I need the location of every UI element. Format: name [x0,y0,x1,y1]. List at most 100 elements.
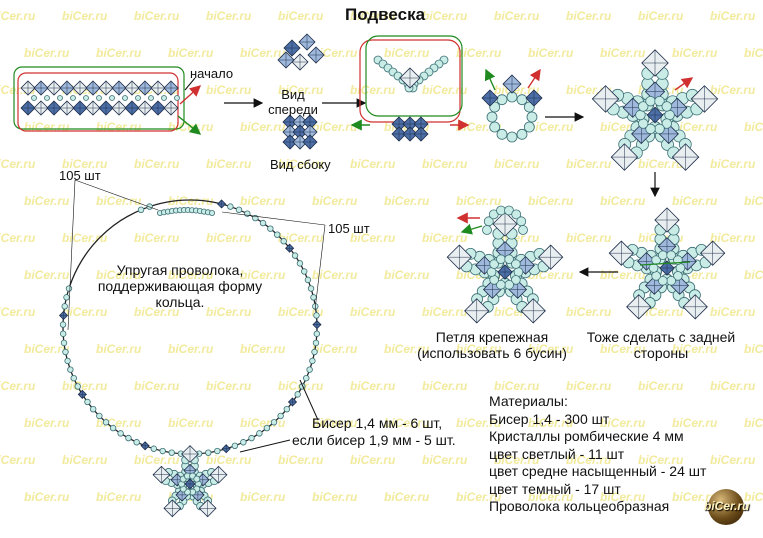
side-view-text: Вид сбоку [270,157,331,172]
watermark-text: biCer.ru [384,194,430,208]
watermark-text: biCer.ru [600,416,646,430]
bead-icon [496,128,508,140]
crystal-icon [137,80,153,96]
crystal-facet [521,298,546,323]
watermark-text: biCer.ru [528,194,574,208]
watermark-text: biCer.ru [672,46,718,60]
crystal-facet [683,294,708,319]
bead-icon [146,203,153,210]
bead-icon [44,95,50,101]
bead-icon [31,95,37,101]
bead-icon [483,216,494,227]
crystal-facet [153,466,170,484]
bead-icon [313,330,321,337]
crystal-icon [140,441,150,451]
bead-icon [74,383,81,390]
watermark-text: biCer.ru [672,120,718,134]
red-guide-arrow [527,68,541,89]
watermark-text: biCer.ru [278,9,324,23]
watermark-text: biCer.ru [422,305,468,319]
bead-icon [511,209,522,220]
crystal-icon [209,465,228,484]
bead-icon [277,412,284,420]
watermark-text: biCer.ru [168,416,214,430]
crystal-icon [217,199,227,209]
crystal-facet [199,499,216,517]
crystal-facet [497,264,513,280]
watermark-text: biCer.ru [62,453,108,467]
crystal-icon [77,389,87,399]
bead-icon [511,259,521,269]
red-guide-arrow [674,77,694,91]
crystal-facet [538,245,563,270]
bead-icon [310,294,317,301]
bead-icon [168,449,175,456]
bead-icon [252,214,259,222]
crystal-facet [288,397,297,406]
watermark-text: biCer.ru [350,231,396,245]
bead-icon [638,118,649,129]
watermark-text: biCer.ru [494,9,540,23]
crystal-icon [282,134,298,150]
bead-icon [235,206,243,214]
crystal-icon [163,80,179,96]
watermark-text: biCer.ru [566,157,612,171]
bicer-logo: biCer.ru [704,487,752,527]
watermark-layer: biCer.ru biCer.ru biCer.ru biCer.ru biCer.ru… [0,9,763,504]
crystal-icon [59,80,75,96]
crystal-icon [302,114,318,130]
bead-icon [59,330,67,337]
watermark-text: biCer.ru [672,416,718,430]
back-note-line2: стороны [633,345,689,361]
crystal-icon [525,89,543,107]
green-thread-path [13,66,185,130]
red-thread-path [17,72,179,132]
watermark-text: biCer.ru [528,120,574,134]
bead-icon [83,95,89,101]
crystal-facet [125,81,139,95]
crystal-icon [124,100,140,116]
materials-item: цвет темный - 17 шт [489,480,621,497]
bead-icon [137,206,145,214]
bead-icon [664,109,675,121]
crystal-facet [700,241,725,266]
crystal-icon [33,100,49,116]
bead-icon [60,339,68,347]
crystal-facet [284,40,300,56]
crystal-facet [691,85,718,113]
bead-note-line1: Бисер 1,4 мм - 6 шт, [312,415,443,431]
crystal-facet [164,101,178,115]
bead-icon [267,225,274,232]
count-right-label: 105 шт [328,221,370,236]
crystal-icon [298,33,316,51]
bead-note-pointer [239,439,291,453]
crystal-icon [537,244,564,270]
crystal-icon [285,243,295,253]
bead-icon [259,219,267,227]
watermark-text: biCer.ru [384,268,430,282]
bead-icon [291,252,299,259]
crystal-facet [292,54,308,70]
bead-icon [61,303,68,310]
crystal-facet [303,135,317,149]
crystal-icon [690,85,719,113]
crystal-facet [34,81,48,95]
watermark-text: biCer.ru [206,379,252,393]
watermark-text: biCer.ru [422,231,468,245]
watermark-text: biCer.ru [24,194,70,208]
bead-icon [84,398,91,406]
watermark-text: biCer.ru [134,231,180,245]
crystal-facet [672,143,699,171]
bead-icon [482,225,492,235]
bead-icon [638,101,649,112]
crystal-icon [283,39,301,57]
bead-icon [161,95,167,101]
crystal-facet [112,101,126,115]
wire-note-line2: поддерживающая форму [97,278,263,294]
bead-icon [675,263,686,273]
crystal-facet [60,81,74,95]
count-leader-line [74,179,159,211]
bead-icon [673,271,683,281]
watermark-text: biCer.ru [744,342,763,356]
